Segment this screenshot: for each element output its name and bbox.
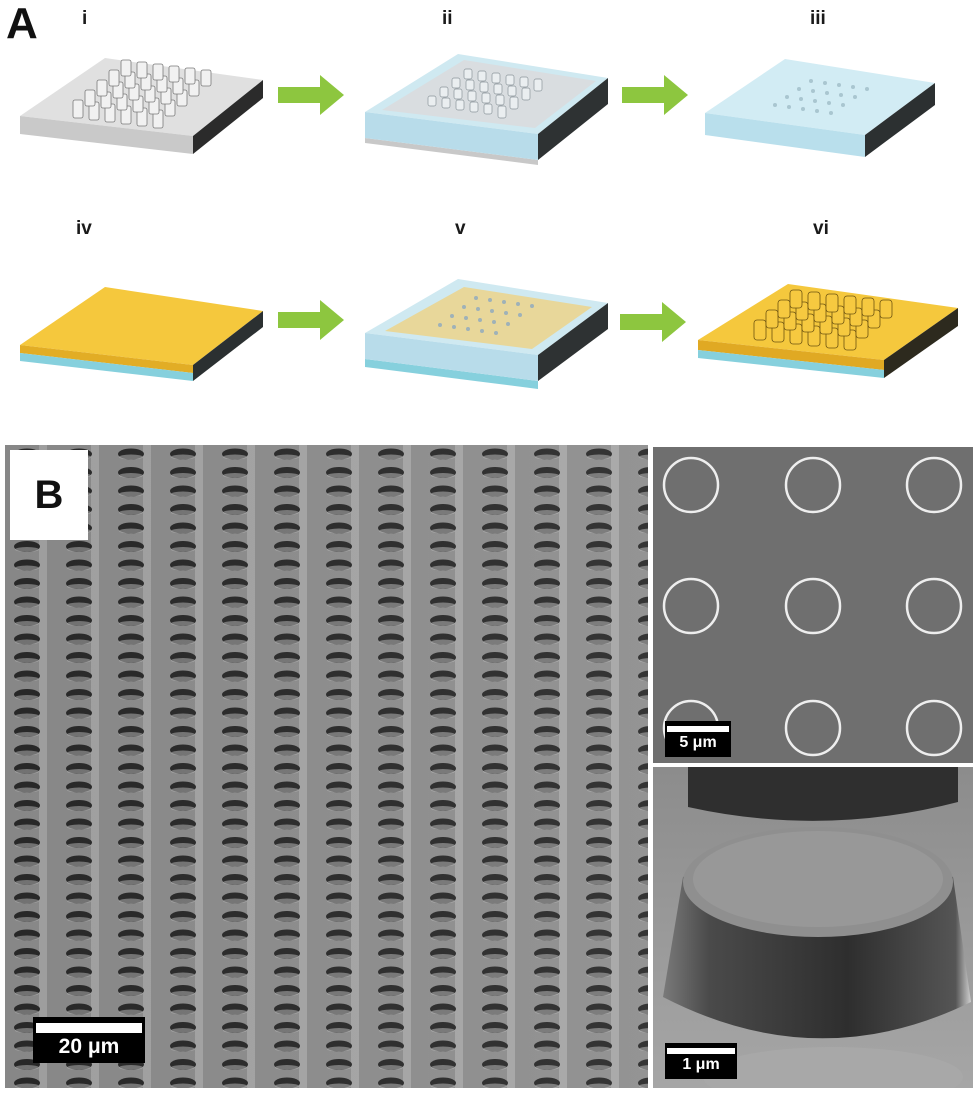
- scale-bar-label: 5 μm: [679, 734, 717, 751]
- step-vi-illustration: [698, 284, 958, 378]
- step-label-vi: vi: [813, 218, 829, 239]
- sem-single-pillar: [653, 767, 973, 1088]
- arrow-right-icon: [278, 300, 344, 340]
- step-iii-illustration: [705, 59, 935, 157]
- step-label-iv: iv: [76, 218, 92, 239]
- panel-a-letter: A: [6, 0, 38, 48]
- panel-b-letter: B: [34, 472, 64, 517]
- step-label-i: i: [82, 8, 88, 29]
- step-label-iii: iii: [810, 8, 826, 29]
- step-i-illustration: [20, 58, 263, 154]
- scale-bar-1um: 1 μm: [665, 1043, 737, 1079]
- sem-tilted-array: [5, 445, 648, 1088]
- panel-b-label-box: B: [10, 450, 88, 540]
- step-label-v: v: [455, 218, 466, 239]
- scale-bar-label: 1 μm: [682, 1056, 720, 1073]
- step-iv-illustration: [20, 287, 263, 381]
- arrow-right-icon: [278, 75, 344, 115]
- arrow-right-icon: [622, 75, 688, 115]
- scale-bar-20um: 20 μm: [33, 1017, 145, 1063]
- scale-bar-5um: 5 μm: [665, 721, 731, 757]
- step-ii-illustration: [365, 54, 608, 165]
- sem-top-view: [653, 447, 973, 763]
- scale-bar-label: 20 μm: [58, 1035, 120, 1058]
- arrow-right-icon: [620, 302, 686, 342]
- step-v-illustration: [365, 279, 608, 389]
- step-label-ii: ii: [442, 8, 453, 29]
